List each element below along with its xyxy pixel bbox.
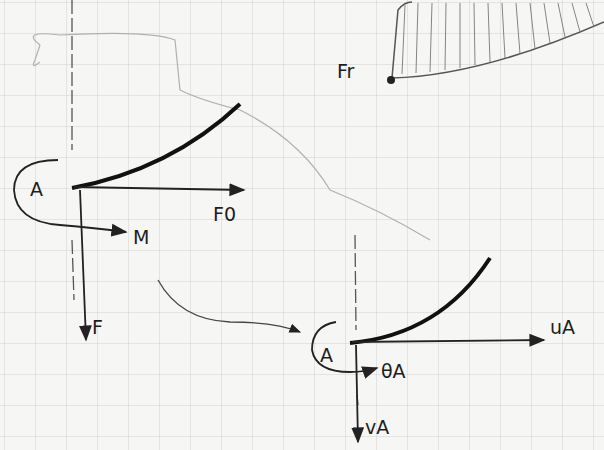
force-label: A (320, 346, 333, 365)
force-label: vA (365, 418, 389, 437)
force-label: M (133, 228, 149, 247)
right-figure (312, 235, 544, 442)
force-label: θA (381, 362, 406, 381)
force-label: F0 (213, 205, 236, 224)
force-label: Fr (337, 62, 354, 81)
force-label: F (92, 318, 103, 337)
faint-sketch-line (33, 33, 430, 240)
force-label: uA (550, 318, 575, 337)
force-label: A (30, 180, 43, 199)
faint-sketch-line (33, 45, 40, 66)
hatched-body (387, 2, 604, 84)
left-figure (14, 0, 300, 340)
